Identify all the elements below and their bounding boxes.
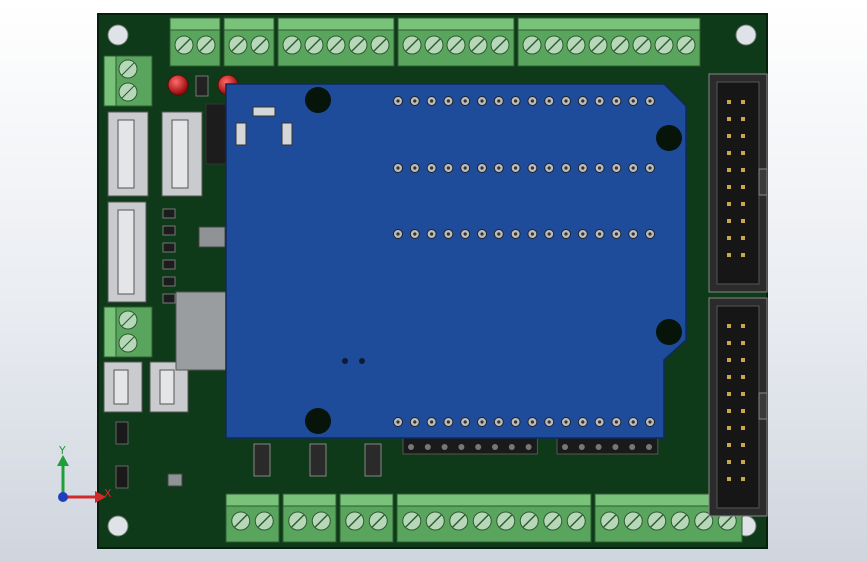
x-axis-label: X [104, 487, 112, 500]
diode [115, 465, 129, 489]
axis-triad: Y X [57, 444, 112, 503]
left-terminal-block [103, 55, 153, 107]
screw-terminal-block [225, 493, 280, 543]
idc-header [708, 73, 768, 293]
screw-terminal-block [277, 17, 395, 67]
bottom-terminal-blocks [225, 493, 743, 543]
smd-pad [167, 473, 183, 487]
smd-resistor [162, 225, 176, 236]
led-red [167, 74, 189, 96]
female-header [402, 437, 538, 455]
shield-mount-hole [305, 87, 331, 113]
electrolytic-capacitor [205, 103, 227, 165]
arduino-shield [225, 83, 687, 439]
smd-chip [198, 226, 226, 248]
mounting-hole [107, 24, 129, 46]
smd-resistor [162, 208, 176, 219]
shield-mount-hole [305, 408, 331, 434]
screw-terminal-block [282, 493, 337, 543]
axis-origin [58, 492, 68, 502]
smd-resistor [162, 276, 176, 287]
screw-terminal-block [223, 17, 275, 67]
smd-resistor-column [162, 208, 176, 304]
mounting-hole [107, 515, 129, 537]
diode [115, 421, 129, 445]
y-axis-label: Y [58, 444, 66, 457]
voltage-regulator [175, 291, 229, 371]
screw-terminal-block [339, 493, 394, 543]
idc-header [708, 297, 768, 517]
smd-resistor [162, 242, 176, 253]
shield-smd-parts [235, 106, 293, 146]
left-terminal-block [103, 306, 153, 358]
jst-connectors [103, 111, 203, 413]
shield-header-pins [393, 96, 655, 427]
under-shield-headers [402, 437, 659, 455]
screw-terminal-block [396, 493, 592, 543]
female-header [556, 437, 659, 455]
screw-terminal-block [397, 17, 515, 67]
top-terminal-blocks [169, 17, 701, 67]
screw-terminal-block [169, 17, 221, 67]
via [342, 358, 348, 364]
led-resistor [195, 75, 209, 97]
via [359, 358, 365, 364]
shield-mount-hole [656, 319, 682, 345]
screw-terminal-block [517, 17, 701, 67]
idc-box-headers [708, 73, 768, 517]
shield-mount-hole [656, 125, 682, 151]
smd-resistor [162, 293, 176, 304]
power-transistors [253, 443, 382, 477]
smd-resistor [162, 259, 176, 270]
mounting-hole [735, 24, 757, 46]
